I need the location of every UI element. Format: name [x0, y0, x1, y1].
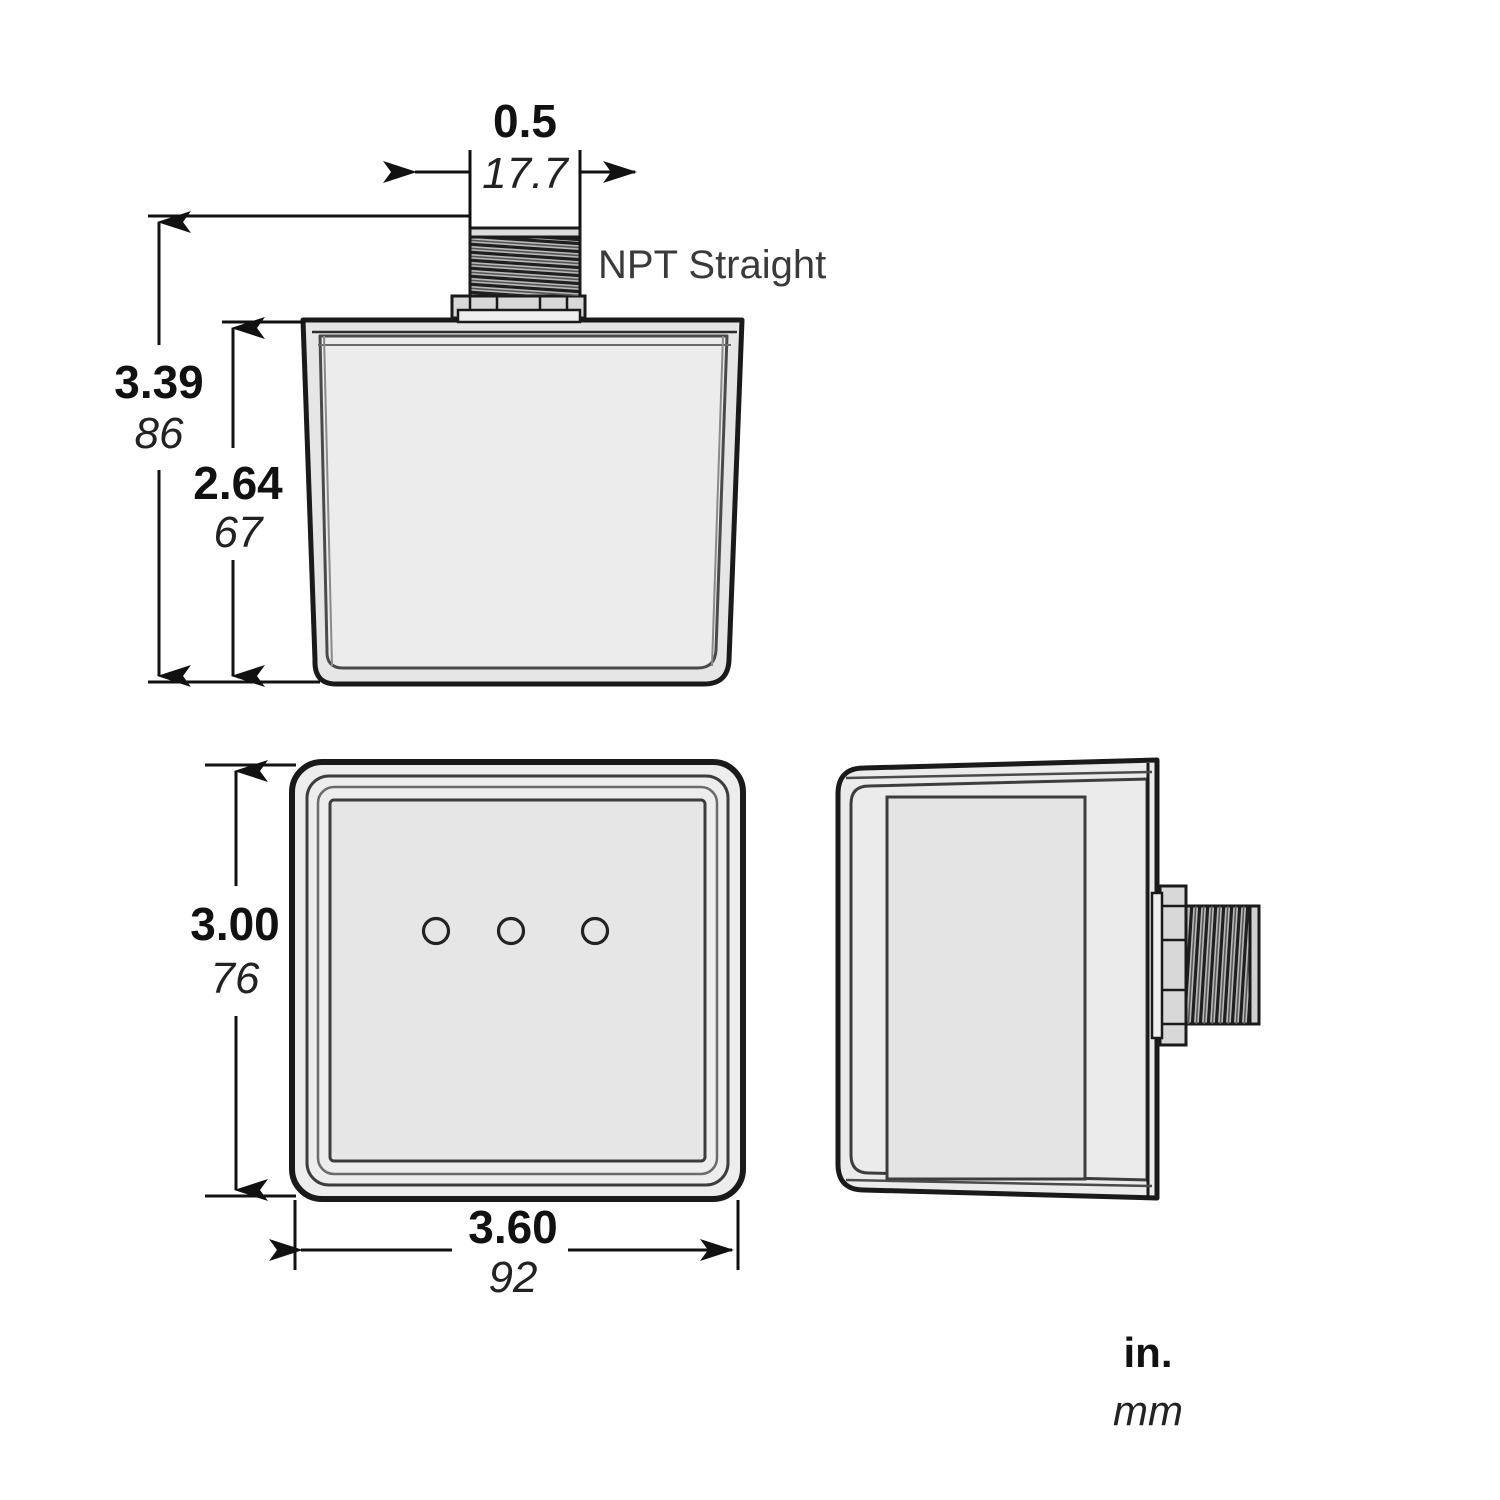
dim-overall-height-mm: 86 — [135, 409, 184, 458]
top-view-corner-right — [711, 335, 724, 667]
front-view: 3.00 76 3.60 92 — [190, 759, 746, 1302]
front-view-bezel-ring-2 — [316, 785, 719, 1176]
dimension-port-width: 0.5 17.7 — [383, 95, 637, 228]
dim-overall-height-inch: 3.39 — [114, 356, 204, 408]
side-view-bottom-ledge — [845, 1178, 1153, 1188]
front-view-hole — [421, 916, 451, 946]
top-view: NPT Straight 0.5 17.7 3.39 86 — [114, 95, 826, 687]
front-view-bezel-ring-1 — [305, 774, 730, 1187]
top-view-flange-base — [456, 308, 582, 324]
npt-thread-barrel-top — [468, 226, 582, 298]
side-view-top-ledge — [845, 770, 1153, 780]
dimension-face-height: 3.00 76 — [190, 760, 296, 1201]
side-view-inner-band — [849, 777, 1149, 1182]
top-view-corner-left — [323, 335, 333, 667]
dimension-face-width: 3.60 92 — [269, 1200, 740, 1302]
dim-body-height-mm: 67 — [214, 508, 264, 557]
dim-port-width-inch: 0.5 — [493, 95, 557, 147]
side-view — [835, 757, 1261, 1201]
front-view-face-panel — [328, 798, 707, 1163]
dim-face-height-inch: 3.00 — [190, 898, 280, 950]
side-view-flange-base — [1150, 891, 1164, 1040]
units-legend-inch: in. — [1124, 1329, 1173, 1376]
front-view-hole — [496, 916, 526, 946]
side-view-face-panel — [885, 795, 1087, 1181]
dim-face-width-inch: 3.60 — [468, 1201, 558, 1253]
dim-body-height-inch: 2.64 — [193, 457, 283, 509]
dimension-body-height: 2.64 67 — [193, 317, 320, 687]
dim-port-width-mm: 17.7 — [482, 149, 569, 198]
units-legend-mm: mm — [1113, 1387, 1183, 1434]
dim-face-width-mm: 92 — [489, 1253, 538, 1302]
front-view-hole — [580, 916, 610, 946]
units-legend: in. mm — [1113, 1329, 1183, 1434]
side-view-port-flange — [1158, 884, 1188, 1047]
top-view-inner-face — [318, 334, 729, 670]
npt-thread-barrel-side — [1184, 904, 1261, 1026]
npt-straight-note: NPT Straight — [598, 243, 826, 287]
dim-face-height-mm: 76 — [211, 954, 260, 1003]
